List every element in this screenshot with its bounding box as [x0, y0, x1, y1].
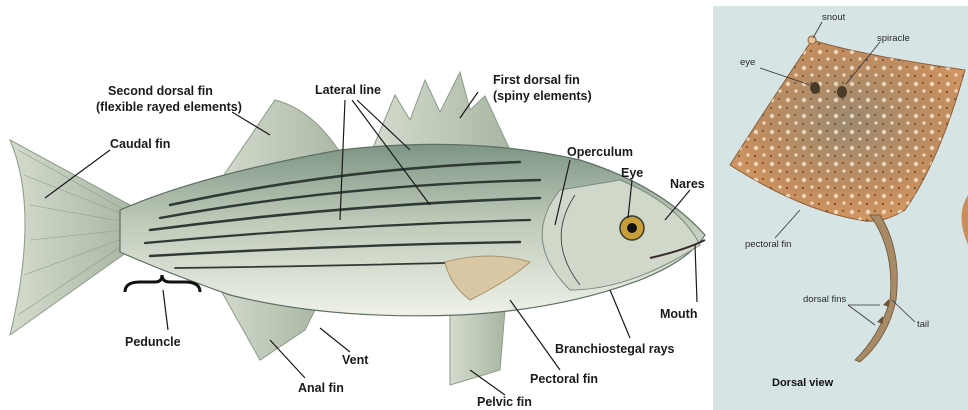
label-spiracle: spiracle [877, 33, 910, 44]
ray-snout-shape [808, 36, 816, 44]
label-operculum: Operculum [567, 145, 633, 159]
ray-eye-left [810, 82, 820, 94]
operculum-shape [542, 180, 700, 290]
label-snout: snout [822, 12, 846, 23]
label-dorsal-fins: dorsal fins [803, 294, 847, 305]
label-lateral-line: Lateral line [315, 83, 381, 97]
label-pectoral-fin: Pectoral fin [530, 372, 598, 386]
label-pelvic-fin: Pelvic fin [477, 395, 532, 409]
label-ray-pectoral-fin: pectoral fin [745, 239, 791, 250]
pelvic-fin-shape [450, 310, 505, 385]
label-second-dorsal-fin-note: (flexible rayed elements) [96, 100, 242, 114]
ray-eye-right [837, 86, 847, 98]
label-eye: Eye [621, 166, 643, 180]
label-peduncle: Peduncle [125, 335, 181, 349]
label-second-dorsal-fin: Second dorsal fin [108, 84, 213, 98]
caudal-fin-shape [10, 140, 130, 335]
label-nares: Nares [670, 177, 705, 191]
label-branchiostegal-rays: Branchiostegal rays [555, 342, 675, 356]
label-ray-eye: eye [740, 57, 755, 68]
label-first-dorsal-fin: First dorsal fin [493, 73, 580, 87]
fish-pupil-shape [627, 223, 637, 233]
label-tail: tail [917, 319, 929, 330]
label-anal-fin: Anal fin [298, 381, 344, 395]
label-caudal-fin: Caudal fin [110, 137, 170, 151]
label-vent: Vent [342, 353, 369, 367]
label-mouth: Mouth [660, 307, 697, 321]
label-dorsal-view: Dorsal view [772, 377, 834, 389]
label-first-dorsal-fin-note: (spiny elements) [493, 89, 592, 103]
first-dorsal-fin-shape [370, 72, 510, 155]
striped-bass-illustration [10, 72, 705, 385]
